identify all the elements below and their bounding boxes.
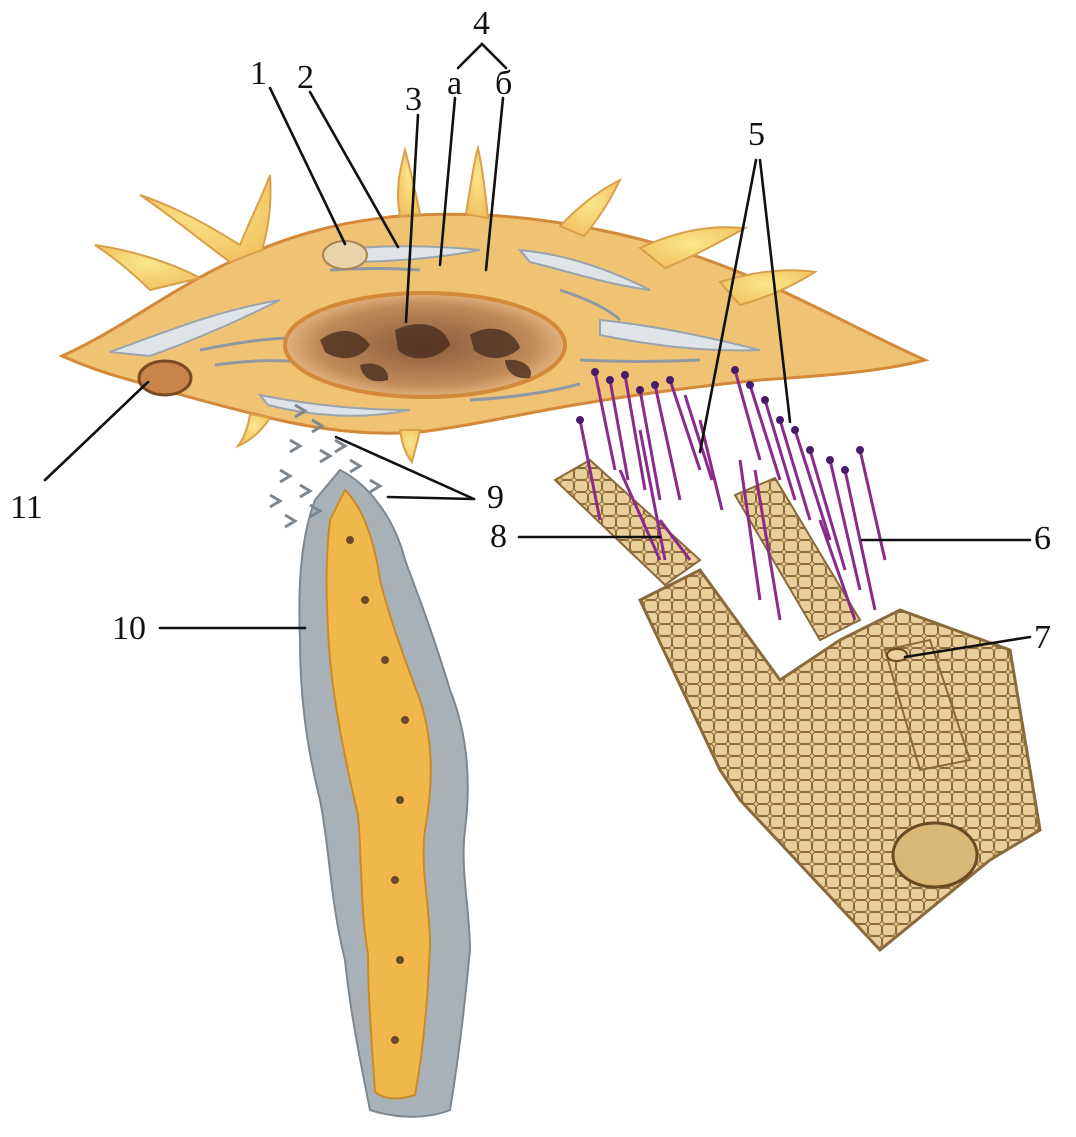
cell-process-spike xyxy=(466,148,488,218)
label-1: 1 xyxy=(250,55,267,92)
cell-process-left xyxy=(140,175,271,262)
label-4a: а xyxy=(447,65,462,102)
label-3: 3 xyxy=(405,81,422,118)
collagen-fibrils xyxy=(555,366,1040,950)
elastic-fiber xyxy=(270,405,470,1117)
fibril-end-7 xyxy=(887,649,907,661)
label-8: 8 xyxy=(490,518,507,555)
leader-1 xyxy=(270,88,345,244)
cell-process-bottom-1 xyxy=(400,430,420,462)
label-5: 5 xyxy=(748,116,765,153)
label-4: 4 xyxy=(473,5,490,42)
cell-process-left-2 xyxy=(95,245,200,290)
label-11: 11 xyxy=(10,489,43,526)
label-2: 2 xyxy=(297,59,314,96)
cell-process-bottom-2 xyxy=(238,414,270,446)
leader-9b xyxy=(388,497,474,499)
label-4b: б xyxy=(495,65,512,102)
collagen-fiber-cross-section xyxy=(893,823,977,887)
inclusion-body xyxy=(139,361,191,395)
cell-process-right-1 xyxy=(560,180,620,236)
label-10: 10 xyxy=(112,610,146,647)
label-6: 6 xyxy=(1034,520,1051,557)
label-9: 9 xyxy=(487,479,504,516)
leader-11 xyxy=(45,382,148,480)
label-7: 7 xyxy=(1034,619,1051,656)
